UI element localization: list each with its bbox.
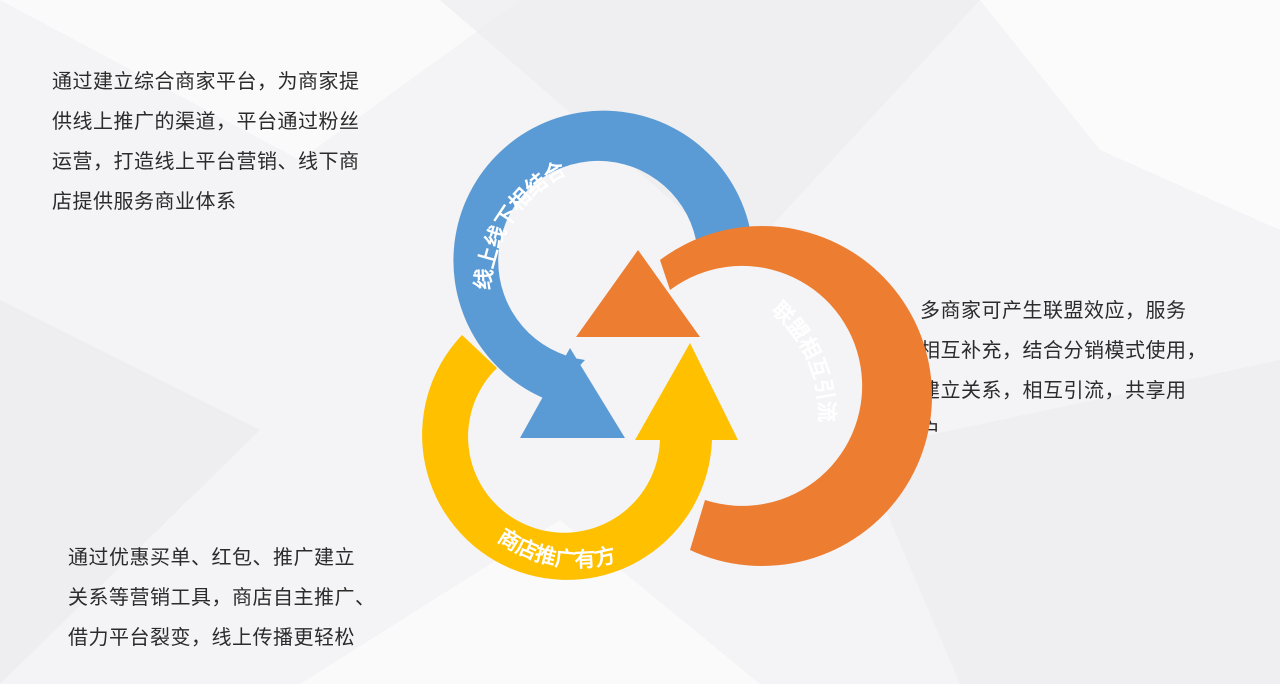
description-line: 店提供服务商业体系 bbox=[52, 189, 237, 213]
arrow-ring bbox=[453, 110, 752, 400]
arrow-head bbox=[520, 348, 625, 438]
description-line: 运营，打造线上平台营销、线下商 bbox=[52, 149, 360, 173]
description-line: 建立关系，相互引流，共享用 bbox=[920, 378, 1187, 402]
cycle-arrow-yellow bbox=[422, 335, 738, 580]
cycle-arrow-orange bbox=[576, 226, 933, 566]
description-right: 多商家可产生联盟效应，服务 相互补充，结合分销模式使用， 建立关系，相互引流，共… bbox=[920, 290, 1207, 450]
description-line: 多商家可产生联盟效应，服务 bbox=[920, 298, 1187, 322]
description-bottom-left: 通过优惠买单、红包、推广建立 关系等营销工具，商店自主推广、 借力平台裂变，线上… bbox=[68, 537, 376, 657]
description-line: 关系等营销工具，商店自主推广、 bbox=[68, 585, 376, 609]
description-line: 借力平台裂变，线上传播更轻松 bbox=[68, 625, 355, 649]
arrow-ring bbox=[660, 226, 933, 566]
arrow-head bbox=[635, 343, 738, 440]
description-line: 供线上推广的渠道，平台通过粉丝 bbox=[52, 109, 360, 133]
description-line: 通过优惠买单、红包、推广建立 bbox=[68, 545, 355, 569]
description-line: 通过建立综合商家平台，为商家提 bbox=[52, 69, 360, 93]
description-top-left: 通过建立综合商家平台，为商家提 供线上推广的渠道，平台通过粉丝 运营，打造线上平… bbox=[52, 61, 360, 221]
cycle-arrow-blue bbox=[453, 110, 752, 438]
arrow-head bbox=[576, 250, 700, 337]
arrow-ring bbox=[422, 335, 712, 580]
arc-label-orange: 联盟相互引流 bbox=[767, 297, 838, 422]
description-line: 相互补充，结合分销模式使用， bbox=[920, 338, 1207, 362]
